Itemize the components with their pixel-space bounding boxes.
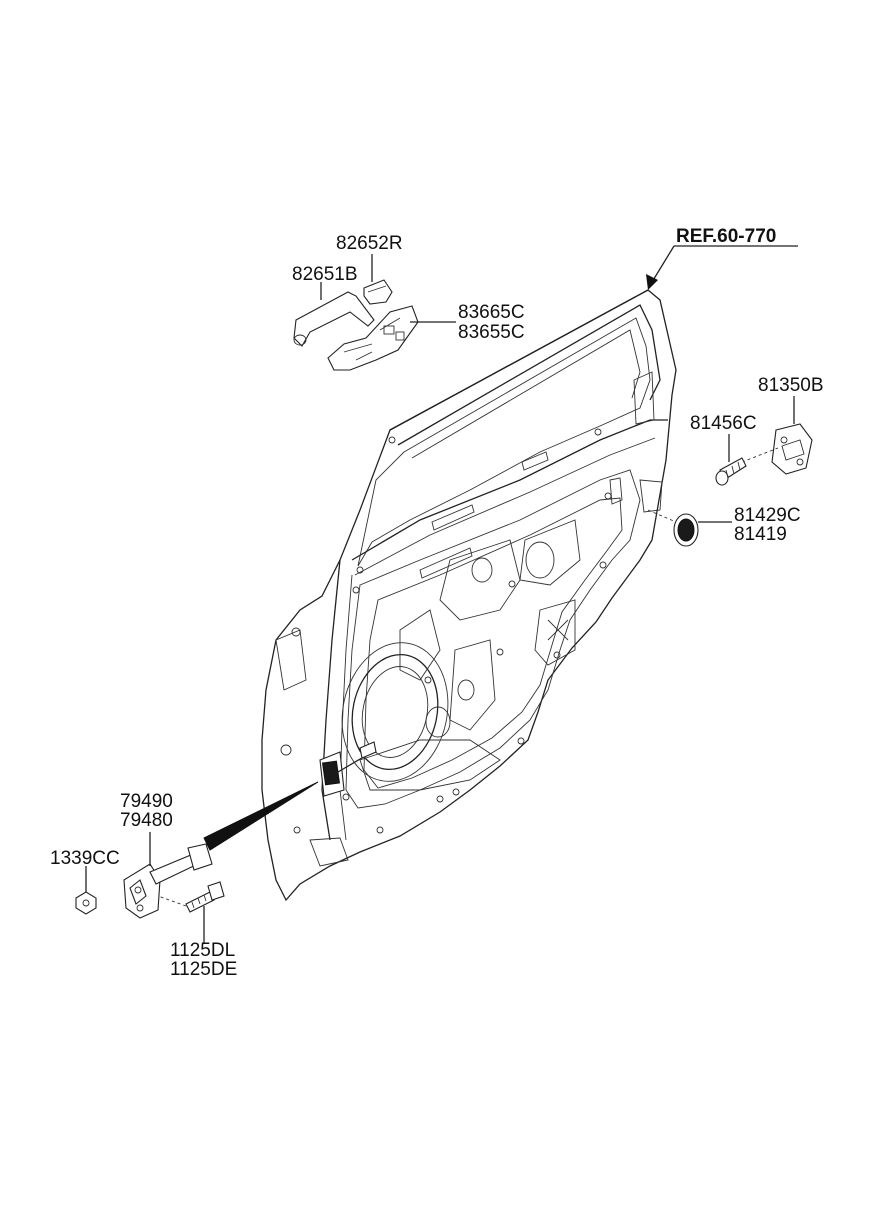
nut-1339CC: [75, 866, 97, 915]
rear-door-panel: [261, 289, 677, 902]
ref-label: REF.60-770: [676, 226, 776, 247]
striker-81350B: [741, 396, 813, 475]
label-1125DL: 1125DL: [170, 940, 235, 961]
handle-bracket-83665C: [327, 305, 456, 371]
label-1125DE: 1125DE: [170, 959, 237, 980]
label-83655C: 83655C: [458, 322, 525, 343]
bolt-1125DL: [157, 881, 225, 944]
handle-82651B: [293, 282, 375, 347]
label-82651B: 82651B: [292, 264, 358, 285]
label-81350B: 81350B: [758, 375, 824, 396]
label-83665C: 83665C: [458, 302, 525, 323]
callout-pointer-wedge: [203, 781, 319, 851]
label-81429C: 81429C: [734, 505, 801, 526]
label-81456C: 81456C: [690, 413, 757, 434]
label-79490: 79490: [120, 791, 173, 812]
handle-cover-82652R: [363, 254, 393, 305]
checker-mount-on-door: [319, 741, 377, 797]
label-81419: 81419: [734, 524, 787, 545]
label-82652R: 82652R: [336, 233, 403, 254]
door-checker-79490: [123, 832, 213, 919]
label-79480: 79480: [120, 810, 173, 831]
ref-pointer: [646, 245, 798, 290]
screw-81456C: [715, 434, 747, 486]
plug-81429C: [647, 509, 732, 547]
label-1339CC: 1339CC: [50, 848, 120, 869]
